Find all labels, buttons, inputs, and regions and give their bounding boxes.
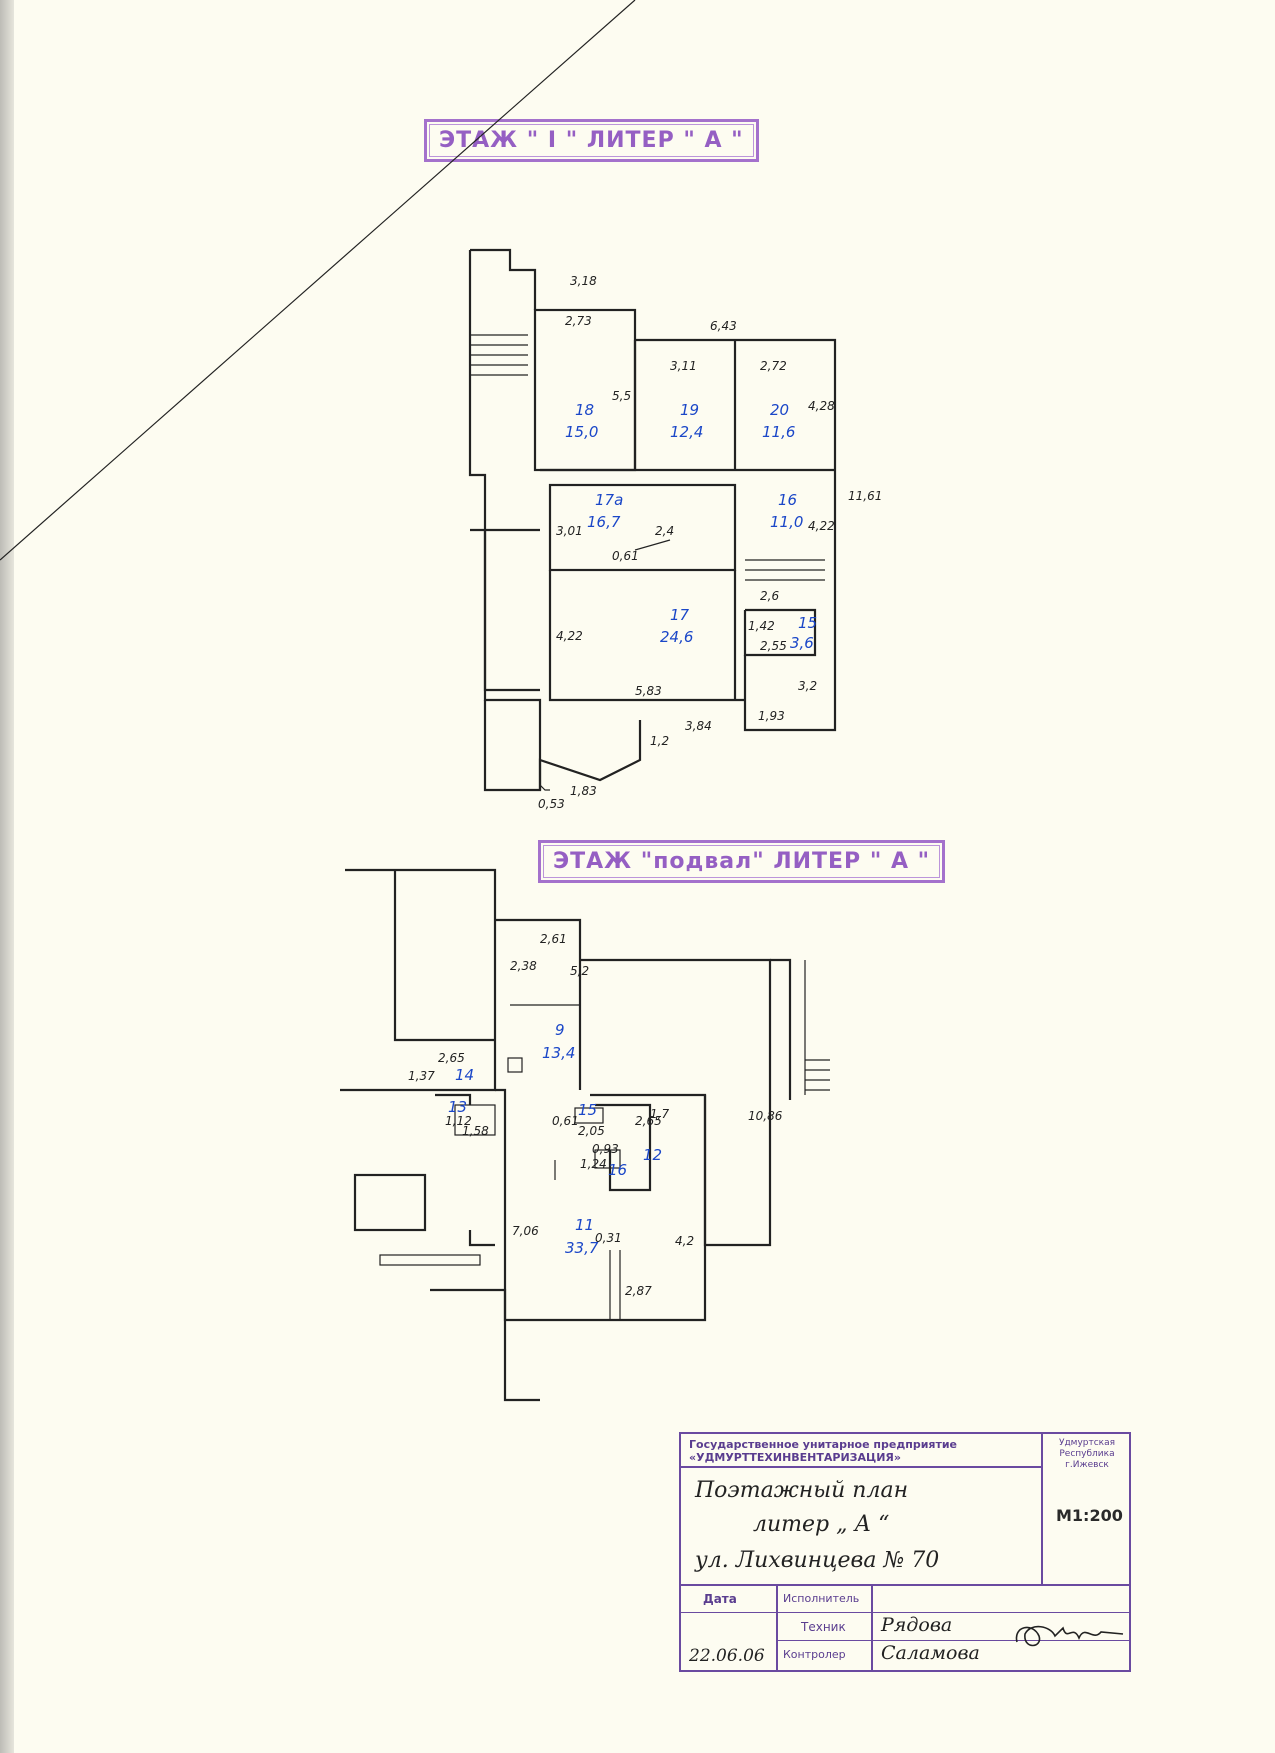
room-number: 16: [778, 491, 797, 509]
performer-label: Исполнитель: [783, 1592, 860, 1605]
room-area: 12,4: [670, 423, 703, 441]
dim-label: 0,53: [538, 797, 565, 811]
region-label: Удмуртская Республика г.Ижевск: [1058, 1438, 1116, 1470]
signature: [1015, 1625, 1124, 1647]
dim-label: 1,7: [650, 1107, 669, 1121]
dim-label: 4,22: [556, 629, 583, 643]
dim-label: 1,24: [580, 1157, 607, 1171]
divider: [1041, 1434, 1043, 1584]
dim-label: 1,58: [462, 1124, 489, 1138]
dim-label: 7,06: [512, 1224, 539, 1238]
dim-label: 2,05: [578, 1124, 605, 1138]
dim-label: 3,01: [556, 524, 583, 538]
dim-label: 2,6: [760, 589, 779, 603]
room-area: 15,0: [565, 423, 598, 441]
document-title: Поэтажный план: [695, 1478, 909, 1503]
dim-label: 4,2: [675, 1234, 694, 1248]
controller-label: Контролер: [783, 1648, 846, 1661]
basement-room-labels: 9 13,4 14 13 15 12 16 11 33,7: [448, 1021, 662, 1257]
dim-label: 1,37: [408, 1069, 435, 1083]
dim-label: 0,61: [552, 1114, 579, 1128]
room-area: 16,7: [587, 513, 621, 531]
floor1-walls: [0, 0, 837, 792]
divider: [871, 1584, 873, 1672]
dim-label: 5,2: [570, 964, 589, 978]
room-number: 16: [608, 1161, 627, 1179]
dim-label: 6,43: [710, 319, 737, 333]
dim-label: 2,65: [635, 1114, 662, 1128]
room-area: 24,6: [660, 628, 693, 646]
room-number: 14: [455, 1066, 474, 1084]
dim-label: 3,84: [685, 719, 712, 733]
divider: [776, 1640, 1129, 1641]
dim-label: 2,72: [760, 359, 787, 373]
dim-label: 2,38: [510, 959, 537, 973]
document-date: 22.06.06: [689, 1646, 765, 1666]
room-number: 12: [643, 1146, 662, 1164]
room-area: 33,7: [565, 1239, 599, 1257]
basement-dimension-labels: 2,61 2,38 5,2 1,37 2,65 1,12 1,58 0,61 2…: [408, 932, 783, 1298]
scale-label: М1:200: [1056, 1506, 1123, 1525]
room-number: 15: [578, 1101, 597, 1119]
divider: [681, 1612, 776, 1613]
dim-label: 10,86: [748, 1109, 783, 1123]
divider: [776, 1612, 1129, 1613]
room-number: 20: [770, 401, 789, 419]
floor1-room-labels: 18 15,0 19 12,4 20 11,6 17а 16,7 16 11,0…: [565, 401, 817, 652]
address: ул. Лихвинцева № 70: [695, 1548, 940, 1573]
dim-label: 1,12: [445, 1114, 472, 1128]
room-area: 13,4: [542, 1044, 575, 1062]
dim-label: 2,61: [540, 932, 567, 946]
dim-label: 2,55: [760, 639, 787, 653]
room-area: 11,6: [762, 423, 795, 441]
dim-label: 0,31: [595, 1231, 622, 1245]
divider: [776, 1584, 778, 1672]
room-number: 13: [448, 1098, 467, 1116]
scan-shadow-edge: [0, 0, 14, 1753]
dim-label: 4,22: [808, 519, 835, 533]
dim-label: 2,4: [655, 524, 674, 538]
dim-label: 1,93: [758, 709, 785, 723]
divider: [681, 1466, 1041, 1468]
dim-label: 2,73: [565, 314, 592, 328]
technician-label: Техник: [801, 1620, 846, 1634]
floor1-stamp: ЭТАЖ " I " ЛИТЕР " А ": [424, 119, 759, 162]
room-area: 11,0: [770, 513, 803, 531]
dim-label: 11,61: [848, 489, 882, 503]
dim-label: 3,2: [798, 679, 817, 693]
dim-label: 1,2: [650, 734, 669, 748]
dim-label: 3,11: [670, 359, 697, 373]
dim-label: 0,93: [592, 1142, 619, 1156]
basement-walls: [340, 868, 830, 1402]
document-subtitle: литер „ А “: [753, 1512, 890, 1537]
room-number: 17: [670, 606, 690, 624]
organization-name: Государственное унитарное предприятие «У…: [689, 1438, 958, 1464]
dim-label: 1,83: [570, 784, 597, 798]
dim-label: 2,87: [625, 1284, 652, 1298]
technician-name: Рядова: [881, 1614, 953, 1636]
dim-label: 4,28: [808, 399, 835, 413]
divider: [681, 1584, 1129, 1586]
floor1-dimension-labels: 3,18 2,73 6,43 3,11 2,72 5,5 4,28 11,61 …: [538, 274, 882, 811]
dim-label: 5,5: [612, 389, 631, 403]
room-number: 11: [575, 1216, 594, 1234]
dim-label: 5,83: [635, 684, 662, 698]
date-label: Дата: [703, 1592, 737, 1606]
dim-label: 3,18: [570, 274, 597, 288]
dim-label: 2,65: [438, 1051, 465, 1065]
dim-label: 1,42: [748, 619, 775, 633]
controller-name: Саламова: [881, 1642, 980, 1664]
room-number: 17а: [595, 491, 623, 509]
room-number: 9: [555, 1021, 565, 1039]
basement-stamp: ЭТАЖ "подвал" ЛИТЕР " А ": [538, 840, 946, 883]
room-area: 3,6: [790, 634, 814, 652]
room-number: 15: [798, 614, 817, 632]
dim-label: 0,61: [612, 549, 639, 563]
room-number: 18: [575, 401, 594, 419]
room-number: 19: [680, 401, 699, 419]
title-block: Государственное унитарное предприятие «У…: [679, 1432, 1131, 1672]
